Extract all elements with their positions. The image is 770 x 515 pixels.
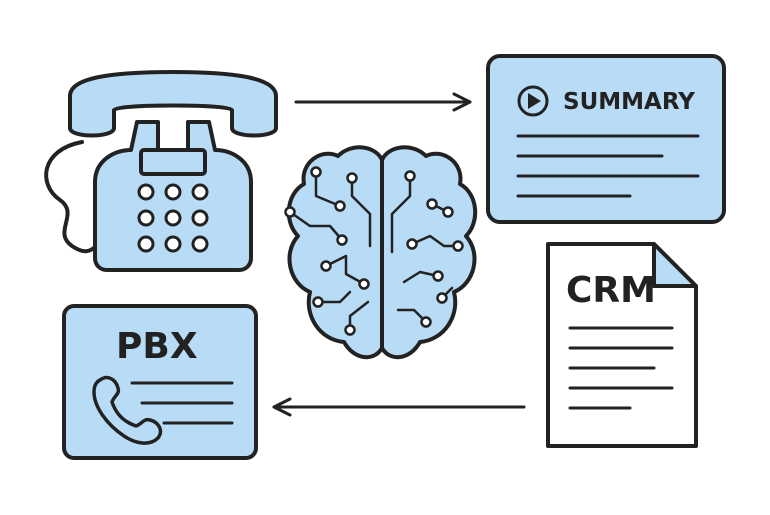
pbx-label: PBX xyxy=(116,326,198,367)
brain-circuit-icon xyxy=(284,145,478,359)
summary-text-lines xyxy=(516,134,700,198)
pbx-text-lines xyxy=(130,381,234,425)
crm-document: CRM xyxy=(546,242,698,448)
phone-handset-icon xyxy=(92,375,163,445)
document-icon xyxy=(652,242,698,288)
crm-label: CRM xyxy=(566,270,656,311)
play-icon xyxy=(517,85,549,117)
pbx-card: PBX xyxy=(62,304,258,460)
crm-text-lines xyxy=(568,326,674,410)
desk-phone-icon xyxy=(44,70,278,272)
summary-card: SUMMARY xyxy=(486,54,726,224)
summary-label: SUMMARY xyxy=(563,89,695,115)
